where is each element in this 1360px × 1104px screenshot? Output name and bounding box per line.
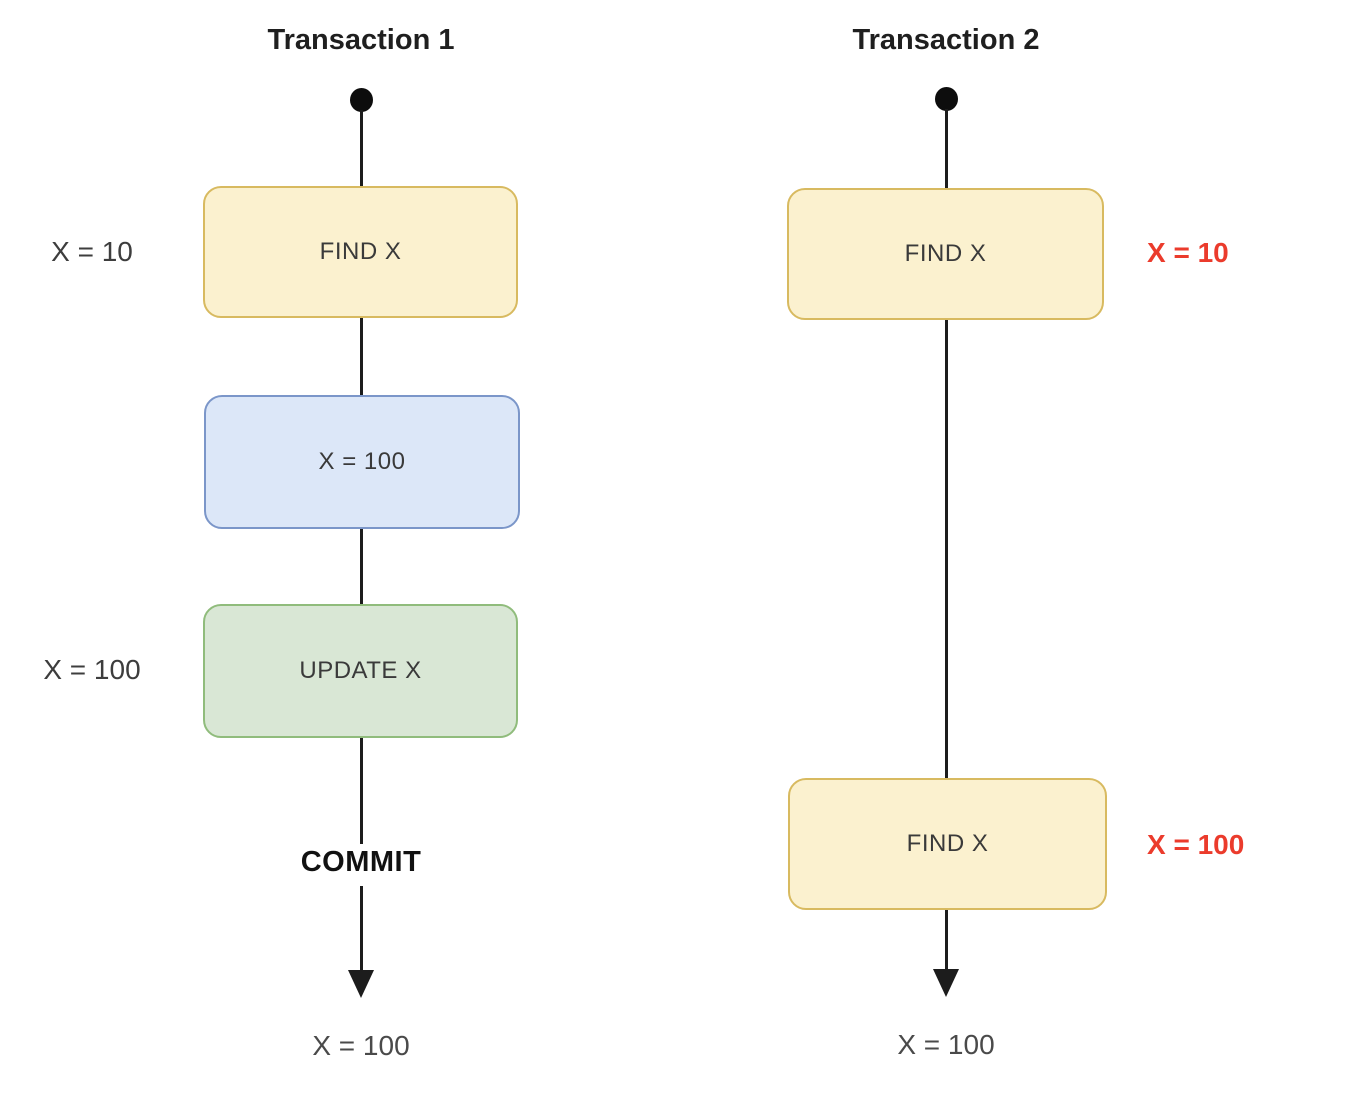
transaction2-annotation-find-1: X = 10 bbox=[1147, 237, 1229, 268]
transaction2-start-dot-icon bbox=[935, 87, 958, 111]
transaction1-node-update-x-label: UPDATE X bbox=[299, 657, 422, 684]
transaction1-annotation-update: X = 100 bbox=[43, 654, 141, 685]
transaction1-node-find-x-label: FIND X bbox=[319, 238, 402, 265]
transaction2-node-find-x-2: FIND X bbox=[788, 778, 1107, 910]
transaction2-node-find-x-2-label: FIND X bbox=[906, 830, 989, 857]
transaction2-annotation-find-2: X = 100 bbox=[1147, 829, 1245, 860]
transaction2-connector-2 bbox=[945, 320, 948, 778]
transaction1-node-set-x: X = 100 bbox=[204, 395, 520, 529]
transaction1-commit-label: COMMIT bbox=[300, 846, 422, 878]
transaction1-start-dot-icon bbox=[350, 88, 373, 112]
transaction1-node-update-x: UPDATE X bbox=[203, 604, 518, 738]
transaction1-arrow-shaft bbox=[360, 886, 363, 971]
transaction2-arrow-shaft bbox=[945, 910, 948, 970]
transaction1-connector-4 bbox=[360, 738, 363, 844]
transaction1-node-set-x-label: X = 100 bbox=[318, 448, 406, 475]
transaction1-end-label: X = 100 bbox=[312, 1030, 410, 1061]
transaction1-annotation-find: X = 10 bbox=[51, 236, 133, 267]
transaction1-connector-3 bbox=[360, 529, 363, 604]
transaction1-connector-1 bbox=[360, 110, 363, 186]
transaction2-node-find-x-1-label: FIND X bbox=[904, 240, 987, 267]
transaction2-node-find-x-1: FIND X bbox=[787, 188, 1104, 320]
transaction2-end-label: X = 100 bbox=[897, 1029, 995, 1060]
transaction2-title: Transaction 2 bbox=[852, 24, 1040, 56]
transaction2-arrowhead-icon bbox=[933, 969, 959, 997]
transaction1-title: Transaction 1 bbox=[267, 24, 455, 56]
transaction1-node-find-x: FIND X bbox=[203, 186, 518, 318]
transaction1-arrowhead-icon bbox=[348, 970, 374, 998]
transaction1-connector-2 bbox=[360, 318, 363, 395]
transaction2-connector-1 bbox=[945, 109, 948, 188]
